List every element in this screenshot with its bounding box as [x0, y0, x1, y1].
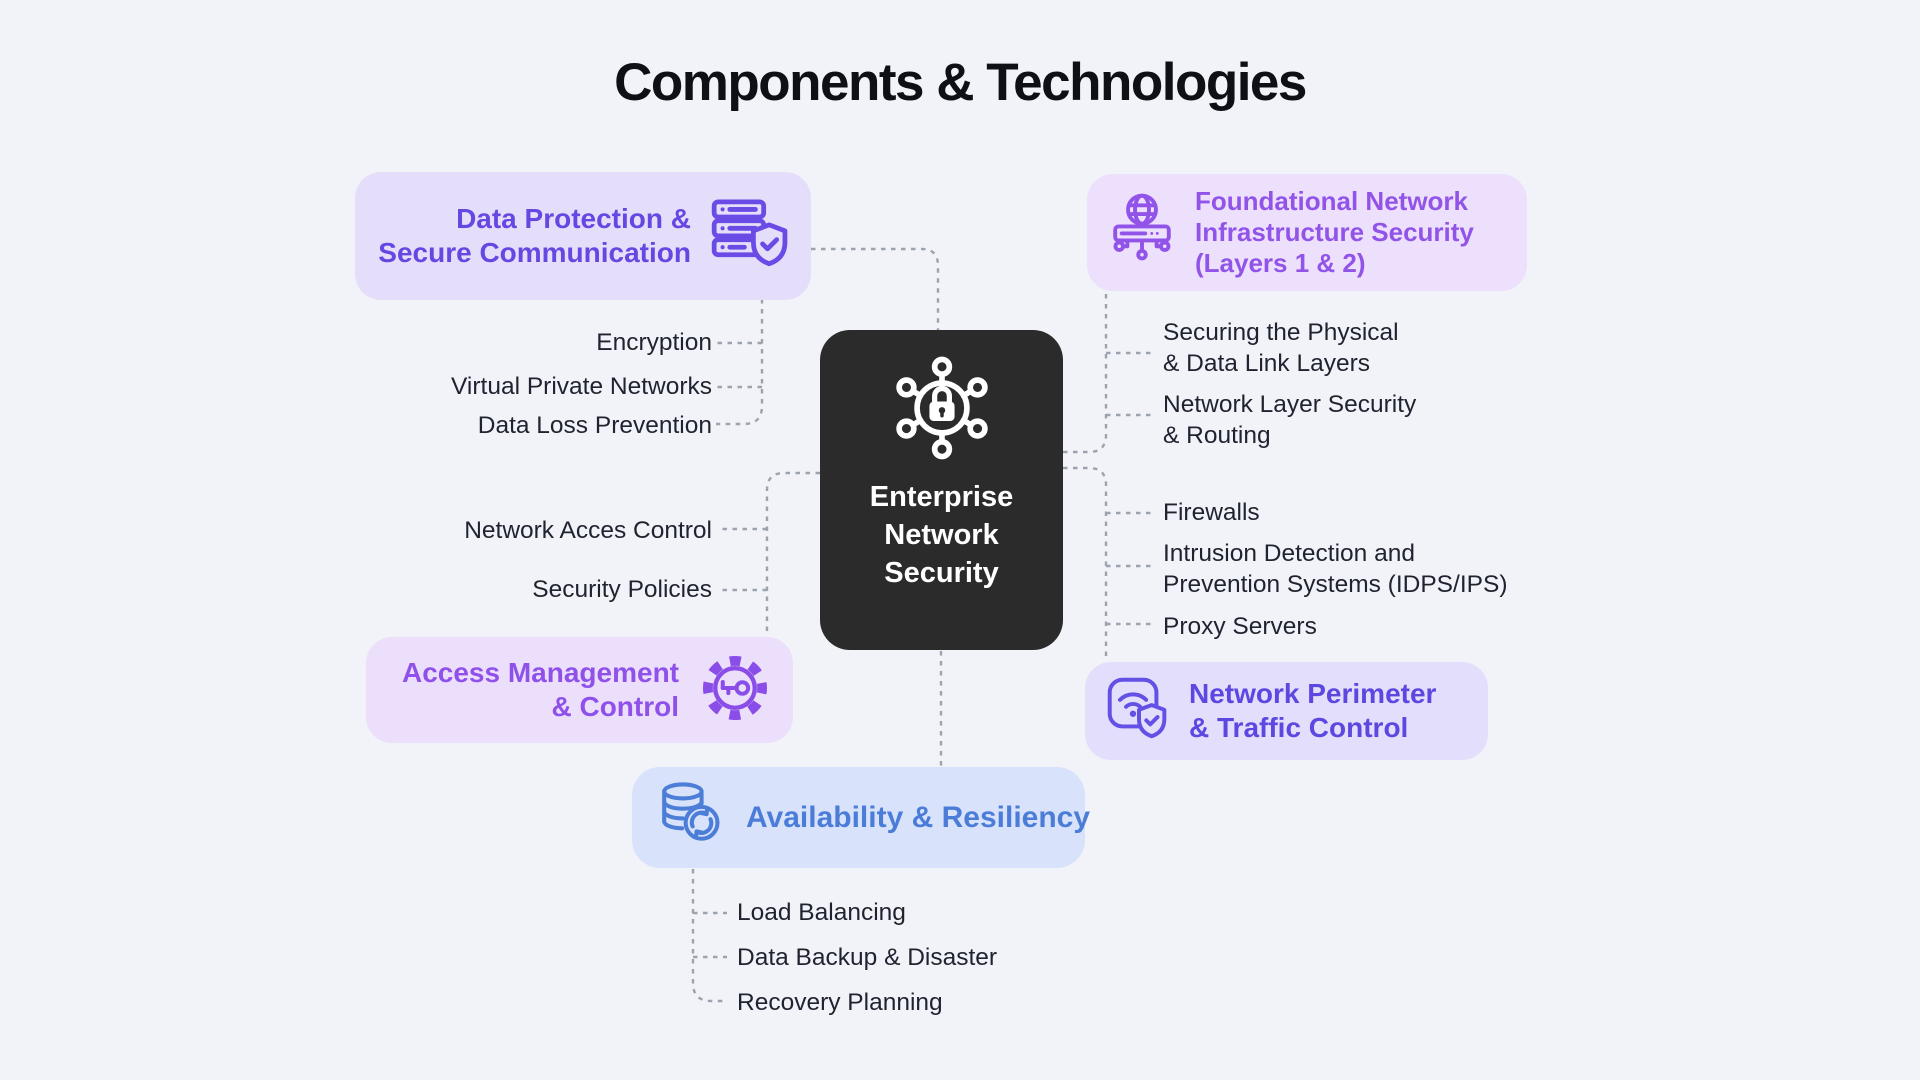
- leaf-load-balancing: Load Balancing: [737, 899, 906, 926]
- leaf-security-policies: Security Policies: [532, 576, 712, 603]
- network-lock-icon: [890, 356, 994, 465]
- leaf-network-layer: Network Layer Security & Routing: [1163, 391, 1417, 449]
- leaf-vpn: Virtual Private Networks: [451, 373, 712, 400]
- leaf-idps: Intrusion Detection and Prevention Syste…: [1163, 540, 1508, 598]
- node-network-perimeter: Network Perimeter & Traffic Control: [1085, 662, 1488, 760]
- node-access-management-label: Access Management & Control: [401, 657, 679, 722]
- gear-key-icon: [693, 646, 777, 735]
- node-data-protection: Data Protection & Secure Communication: [355, 172, 811, 300]
- node-network-perimeter-label: Network Perimeter & Traffic Control: [1189, 678, 1437, 743]
- leaf-encryption: Encryption: [596, 329, 712, 356]
- leaf-firewalls: Firewalls: [1163, 499, 1260, 526]
- node-data-protection-label: Data Protection & Secure Communication: [378, 203, 691, 268]
- node-foundational-label: Foundational Network Infrastructure Secu…: [1195, 185, 1474, 279]
- leaf-dlp: Data Loss Prevention: [477, 412, 712, 439]
- page-title: Components & Technologies: [614, 53, 1307, 112]
- wifi-shield-icon: [1101, 671, 1177, 752]
- leaf-data-backup: Data Backup & Disaster: [737, 944, 998, 971]
- globe-network-icon: [1103, 191, 1181, 274]
- database-refresh-icon: [652, 776, 730, 859]
- node-enterprise-network-security: Enterprise Network Security: [820, 330, 1063, 650]
- server-shield-icon: [705, 190, 793, 283]
- node-availability: Availability & Resiliency: [632, 767, 1090, 868]
- node-availability-label: Availability & Resiliency: [746, 800, 1091, 834]
- node-access-management: Access Management & Control: [366, 637, 793, 743]
- leaf-network-access-control: Network Acces Control: [464, 517, 712, 544]
- center-node-label: Enterprise Network Security: [869, 481, 1014, 589]
- leaf-physical-datalink: Securing the Physical & Data Link Layers: [1163, 319, 1399, 377]
- leaf-recovery-planning: Recovery Planning: [737, 989, 943, 1016]
- node-foundational: Foundational Network Infrastructure Secu…: [1087, 174, 1527, 291]
- leaf-proxy-servers: Proxy Servers: [1163, 613, 1317, 640]
